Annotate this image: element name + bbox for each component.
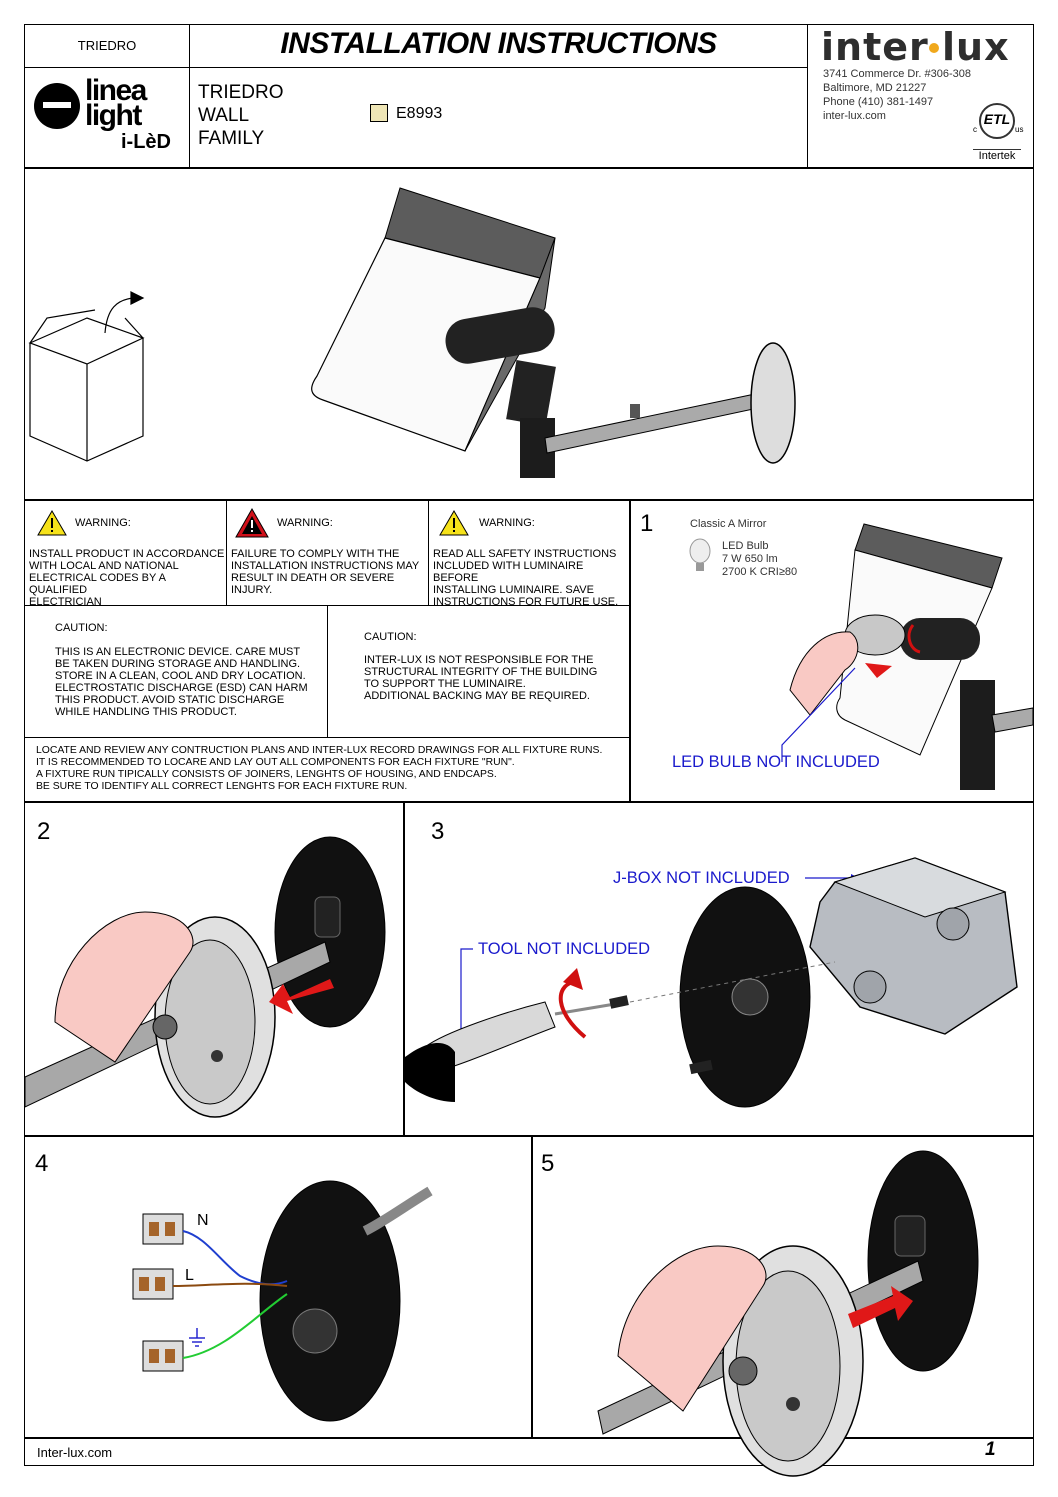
- company-address: 3741 Commerce Dr. #306-308 Baltimore, MD…: [823, 67, 971, 123]
- page-number: 1: [985, 1439, 996, 1460]
- header-divider: [25, 67, 807, 68]
- caution-divider: [327, 605, 328, 737]
- linea-light-symbol: [34, 83, 80, 129]
- wall-luminaire-product-image: [311, 187, 796, 478]
- linea-logo-line3: i-LèD: [121, 131, 171, 153]
- step-number: 1: [640, 510, 654, 537]
- bulb-spec-line: LED Bulb: [722, 540, 769, 552]
- finish-code: E8993: [396, 105, 443, 122]
- hero-bottom-border: [25, 499, 1033, 501]
- cert-us: us: [1015, 125, 1024, 134]
- step1-divider: [629, 499, 631, 801]
- warning-divider: [428, 499, 429, 605]
- linea-logo-line2: light: [85, 99, 142, 132]
- bulb-insertion-illustration: [781, 523, 1034, 790]
- address-line: inter-lux.com: [823, 110, 886, 122]
- step-2-panel: 2: [24, 802, 403, 1135]
- caution-box-structural: CAUTION: INTER-LUX IS NOT RESPONSIBLE FO…: [328, 606, 630, 736]
- header-col-divider: [189, 25, 190, 167]
- bulb-title: Classic A Mirror: [690, 518, 767, 530]
- interlux-logo-right: lux: [942, 25, 1010, 69]
- family-line: FAMILY: [198, 128, 265, 149]
- warning-box-electrical: WARNING: INSTALL PRODUCT IN ACCORDANCE W…: [25, 500, 226, 608]
- warning-title: WARNING:: [479, 517, 535, 529]
- step-3-panel: 3 J-BOX NOT INCLUDED TOOL NOT INCLUDED: [405, 802, 1033, 1135]
- warning-text: READ ALL SAFETY INSTRUCTIONS INCLUDED WI…: [433, 548, 619, 608]
- warning-yellow-icon: [37, 510, 67, 536]
- address-line: Baltimore, MD 21227: [823, 82, 927, 94]
- bulb-icon: [689, 538, 711, 571]
- jbox-mounting-illustration: [405, 857, 1018, 1108]
- header-bottom-border: [25, 167, 1033, 169]
- caution-title: CAUTION:: [55, 622, 108, 634]
- warning-red-icon: [235, 507, 269, 538]
- family-line: TRIEDRO: [198, 82, 284, 103]
- family-line: WALL: [198, 105, 250, 126]
- step-4-panel: 4 N L: [25, 1136, 531, 1436]
- ground-symbol-icon: [189, 1328, 205, 1347]
- header-col-divider: [807, 25, 808, 167]
- tool-not-included-callout: TOOL NOT INCLUDED: [478, 940, 651, 958]
- canopy-removal-illustration: [24, 836, 386, 1118]
- warning-box-compliance: WARNING: FAILURE TO COMPLY WITH THE INST…: [227, 500, 428, 605]
- warning-yellow-icon: [439, 510, 469, 536]
- warning-box-read-instructions: WARNING: READ ALL SAFETY INSTRUCTIONS IN…: [429, 500, 629, 608]
- warning-title: WARNING:: [277, 517, 333, 529]
- interlux-logo-block: inter lux 3741 Commerce Dr. #306-308 Bal…: [821, 25, 1031, 165]
- cautions-bottom-border: [25, 737, 630, 738]
- step-number: 3: [431, 818, 445, 845]
- interlux-logo-left: inter: [821, 25, 929, 69]
- address-line: 3741 Commerce Dr. #306-308: [823, 68, 971, 80]
- footer-top-border: [25, 1437, 1033, 1439]
- warning-title: WARNING:: [75, 517, 131, 529]
- notice-bottom-border: [25, 801, 1033, 803]
- step-number: 4: [35, 1150, 49, 1177]
- step4-5-divider: [531, 1135, 533, 1437]
- caution-text: INTER-LUX IS NOT RESPONSIBLE FOR THE STR…: [364, 654, 598, 702]
- caution-title: CAUTION:: [364, 631, 417, 643]
- interlux-logo-dot: [929, 43, 939, 53]
- step-1-panel: 1 Classic A Mirror LED Bulb 7 W 650 lm 2…: [630, 500, 1034, 801]
- bulb-spec-line: 7 W 650 lm: [722, 553, 778, 565]
- linea-light-logo: linea light i-LèD: [33, 75, 183, 163]
- unboxing-illustration: [28, 187, 796, 478]
- canopy-reinstall-illustration: [597, 1150, 979, 1477]
- cert-brand: Intertek: [973, 149, 1021, 162]
- step-number: 2: [37, 818, 51, 845]
- family-name: TRIEDRO WALL FAMILY: [198, 81, 284, 150]
- warning-text: FAILURE TO COMPLY WITH THE INSTALLATION …: [231, 548, 420, 596]
- wire-connector-ground: [142, 1340, 184, 1372]
- step-5-panel: 5: [533, 1136, 1033, 1477]
- fixture-run-notice: LOCATE AND REVIEW ANY CONTRUCTION PLANS …: [36, 745, 603, 792]
- box-icon: [28, 291, 145, 462]
- step-number: 5: [541, 1150, 555, 1177]
- warning-text: INSTALL PRODUCT IN ACCORDANCE WITH LOCAL…: [29, 548, 225, 608]
- finish-color-swatch: [370, 104, 388, 122]
- jbox-not-included-callout: J-BOX NOT INCLUDED: [613, 869, 790, 887]
- wiring-illustration: [132, 1180, 433, 1422]
- instruction-sheet: TRIEDRO INSTALLATION INSTRUCTIONS linea …: [24, 24, 1034, 1477]
- product-code-label: TRIEDRO: [77, 38, 137, 53]
- caution-text: THIS IS AN ELECTRONIC DEVICE. CARE MUST …: [55, 646, 308, 718]
- cert-c: c: [973, 125, 977, 134]
- wire-label-line: L: [185, 1267, 194, 1284]
- page-title: INSTALLATION INSTRUCTIONS: [280, 27, 717, 60]
- warning-divider: [226, 499, 227, 605]
- caution-box-esd: CAUTION: THIS IS AN ELECTRONIC DEVICE. C…: [25, 606, 327, 736]
- bulb-specs: LED Bulb 7 W 650 lm 2700 K CRI≥80: [722, 540, 797, 579]
- footer-website: Inter-lux.com: [37, 1445, 113, 1460]
- bulb-spec-line: 2700 K CRI≥80: [722, 566, 798, 578]
- address-line: Phone (410) 381-1497: [823, 96, 934, 108]
- led-bulb-not-included-callout: LED BULB NOT INCLUDED: [672, 753, 880, 771]
- step2-3-divider: [403, 801, 405, 1135]
- etl-mark-text: ETL: [983, 111, 1011, 127]
- wire-connector-neutral: [142, 1213, 184, 1245]
- wire-connector-line: [132, 1268, 174, 1300]
- step2-3-bottom-border: [25, 1135, 1033, 1137]
- linea-logo-line1: linea: [85, 74, 147, 107]
- wire-label-neutral: N: [197, 1212, 209, 1229]
- etl-certification-mark: ETL c us Intertek: [973, 103, 1024, 163]
